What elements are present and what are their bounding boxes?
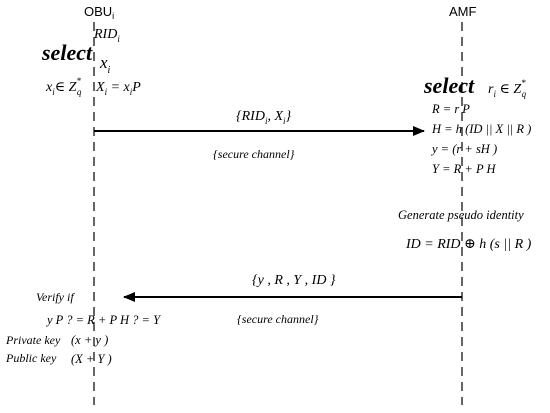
- private-key-value: (x + y ): [71, 333, 108, 347]
- verify-equation: y P ? = R + P H ? = Y: [45, 313, 162, 327]
- verify-heading: Verify if: [36, 290, 75, 304]
- private-key-label: Private key: [5, 333, 61, 347]
- obu-X-eq: Xi = xiP: [95, 80, 141, 97]
- amf-r-domain: ri ∈ Z*q: [488, 78, 527, 99]
- msg2-channel: {secure channel}: [237, 312, 319, 326]
- msg1-channel: {secure channel}: [213, 147, 295, 161]
- amf-line-Y: Y = R + P H: [432, 162, 496, 176]
- obu-x: xi: [99, 53, 111, 76]
- public-key-label: Public key: [5, 351, 57, 365]
- obu-x-domain: xi∈ Z*q: [45, 76, 82, 97]
- obu-select-word: select: [41, 40, 93, 65]
- amf-header: AMF: [449, 4, 477, 19]
- msg2-content: {y , R , Y , ID }: [252, 273, 336, 288]
- amf-line-R: R = r P: [431, 102, 470, 116]
- amf-line-y: y = (r + sH ): [430, 142, 497, 156]
- obu-header: OBUi: [84, 4, 114, 21]
- obu-rid: RIDi: [93, 27, 120, 44]
- pseudo-heading: Generate pseudo identity: [398, 208, 524, 222]
- pseudo-equation: ID = RID ⊕ h (s || R ): [405, 237, 532, 252]
- public-key-value: (X + Y ): [71, 352, 112, 366]
- amf-select-word: select: [423, 73, 475, 98]
- msg1-content: {RIDi, Xi}: [236, 109, 292, 126]
- amf-line-H: H = h (ID || X || R ): [431, 122, 531, 136]
